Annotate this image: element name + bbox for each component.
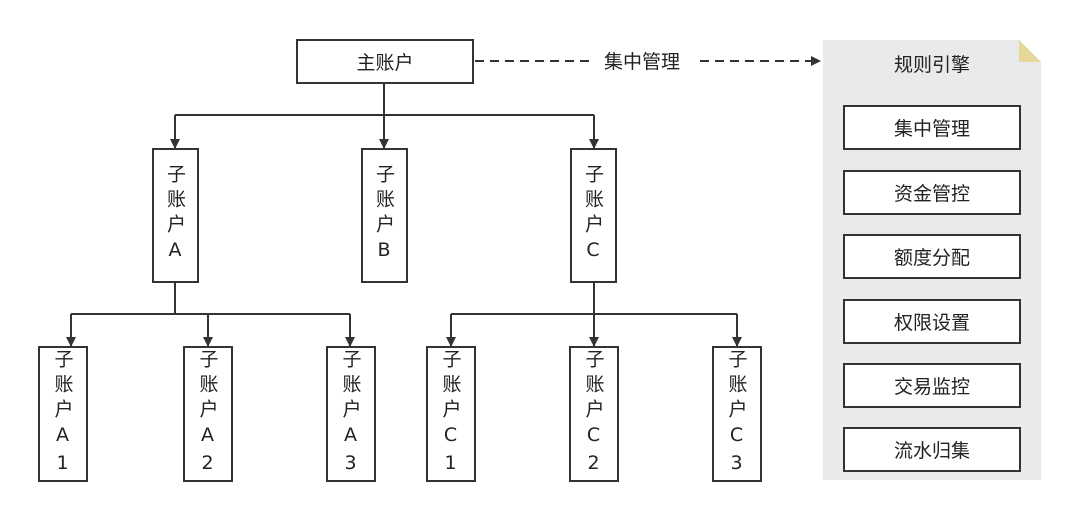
rule-item-centralized-management: 集中管理 [843,105,1021,150]
sub-account-c1-node: 子账户C1 [426,346,476,482]
rule-item-transaction-monitoring: 交易监控 [843,363,1021,408]
sub-account-c-node: 子账户C [570,148,617,283]
rule-item-quota-allocation: 额度分配 [843,234,1021,279]
rule-item-statement-aggregation: 流水归集 [843,427,1021,472]
centralized-management-edge-label: 集中管理 [590,47,694,74]
sub-account-c2-node: 子账户C2 [569,346,619,482]
sub-account-b-node: 子账户B [361,148,408,283]
sub-account-c3-node: 子账户C3 [712,346,762,482]
sub-account-a2-node: 子账户A2 [183,346,233,482]
sub-account-a3-node: 子账户A3 [326,346,376,482]
rules-engine-title: 规则引擎 [893,54,970,76]
main-account-node: 主账户 [296,39,474,84]
rule-item-fund-control: 资金管控 [843,170,1021,215]
rule-item-permission-settings: 权限设置 [843,299,1021,344]
sub-account-a-node: 子账户A [152,148,199,283]
sub-account-a1-node: 子账户A1 [38,346,88,482]
